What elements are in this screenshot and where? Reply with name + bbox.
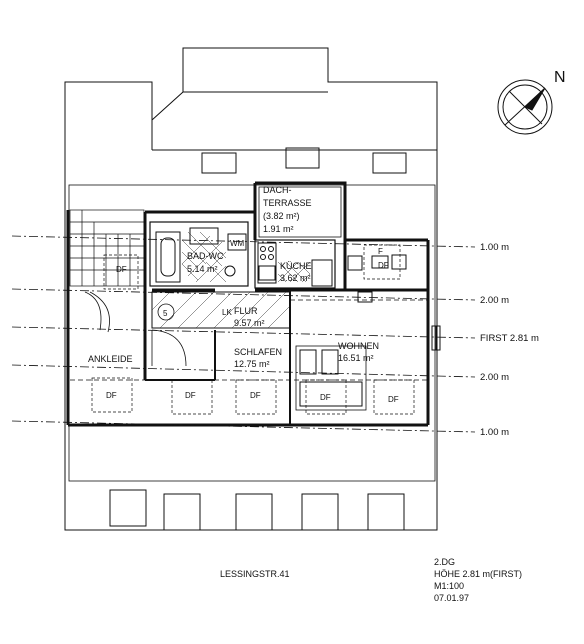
df-label: DF	[378, 261, 389, 270]
level-label: 1.00 m	[480, 242, 509, 253]
df-label: DF	[106, 391, 117, 400]
level-label: 2.00 m	[480, 372, 509, 383]
street-title: LESSINGSTR.41	[220, 569, 290, 579]
height-label: HÖHE 2.81 m(FIRST)	[434, 569, 523, 579]
washing-machine	[227, 233, 247, 251]
room-bad-area: 5.14 m²	[187, 264, 218, 274]
stove	[257, 242, 277, 284]
room-wohnen-area: 16.51 m²	[338, 353, 374, 363]
room-flur-name: FLUR	[234, 306, 258, 316]
compass-label: N	[554, 69, 566, 86]
sofa	[295, 345, 367, 411]
df-label: DF	[185, 391, 196, 400]
level-label: FIRST 2.81 m	[480, 333, 539, 344]
room-kueche-area: 3.62 m²	[280, 273, 311, 283]
room-dachterrasse-name: DACH-	[263, 185, 292, 195]
room-kueche-name: KÜCHE	[280, 261, 312, 271]
floor-label: 2.DG	[434, 557, 456, 567]
bathtub	[155, 231, 181, 283]
dormer-window	[372, 152, 407, 174]
room-schlafen-name: SCHLAFEN	[234, 347, 282, 357]
date-label: 07.01.97	[434, 593, 470, 603]
room-wohnen-name: WOHNEN	[338, 341, 379, 351]
fixture-f: F	[378, 247, 383, 256]
room-bad-name: BAD-WC	[187, 251, 224, 261]
room-dachterrasse-area2: 1.91 m²	[263, 224, 294, 234]
df-label: DF	[320, 393, 331, 402]
plan-info: 2.DG HÖHE 2.81 m(FIRST) M1:100 07.01.97	[434, 556, 522, 604]
dormer-window	[285, 147, 320, 169]
stair-number: 5	[163, 309, 168, 318]
level-label: 2.00 m	[480, 295, 509, 306]
room-dachterrasse-area: (3.82 m²)	[263, 211, 300, 221]
room-ankleide-name: ANKLEIDE	[88, 354, 133, 364]
dormer-window	[163, 493, 201, 531]
fixture-lk: LK	[222, 308, 232, 317]
df-label: DF	[250, 391, 261, 400]
df-label: DF	[388, 395, 399, 404]
dormer-window	[201, 152, 237, 174]
dormer-window	[367, 493, 405, 531]
level-label: 1.00 m	[480, 427, 509, 438]
fixture-wm: WM	[230, 239, 245, 248]
scale-label: M1:100	[434, 581, 465, 591]
room-flur-area: 9.57 m²	[234, 318, 265, 328]
room-dachterrasse-name2: TERRASSE	[263, 198, 312, 208]
dormer-window	[109, 489, 147, 527]
df-label: DF	[116, 265, 127, 274]
dormer-window	[235, 493, 273, 531]
dormer-window	[301, 493, 339, 531]
room-schlafen-area: 12.75 m²	[234, 359, 270, 369]
north-compass	[497, 79, 553, 135]
